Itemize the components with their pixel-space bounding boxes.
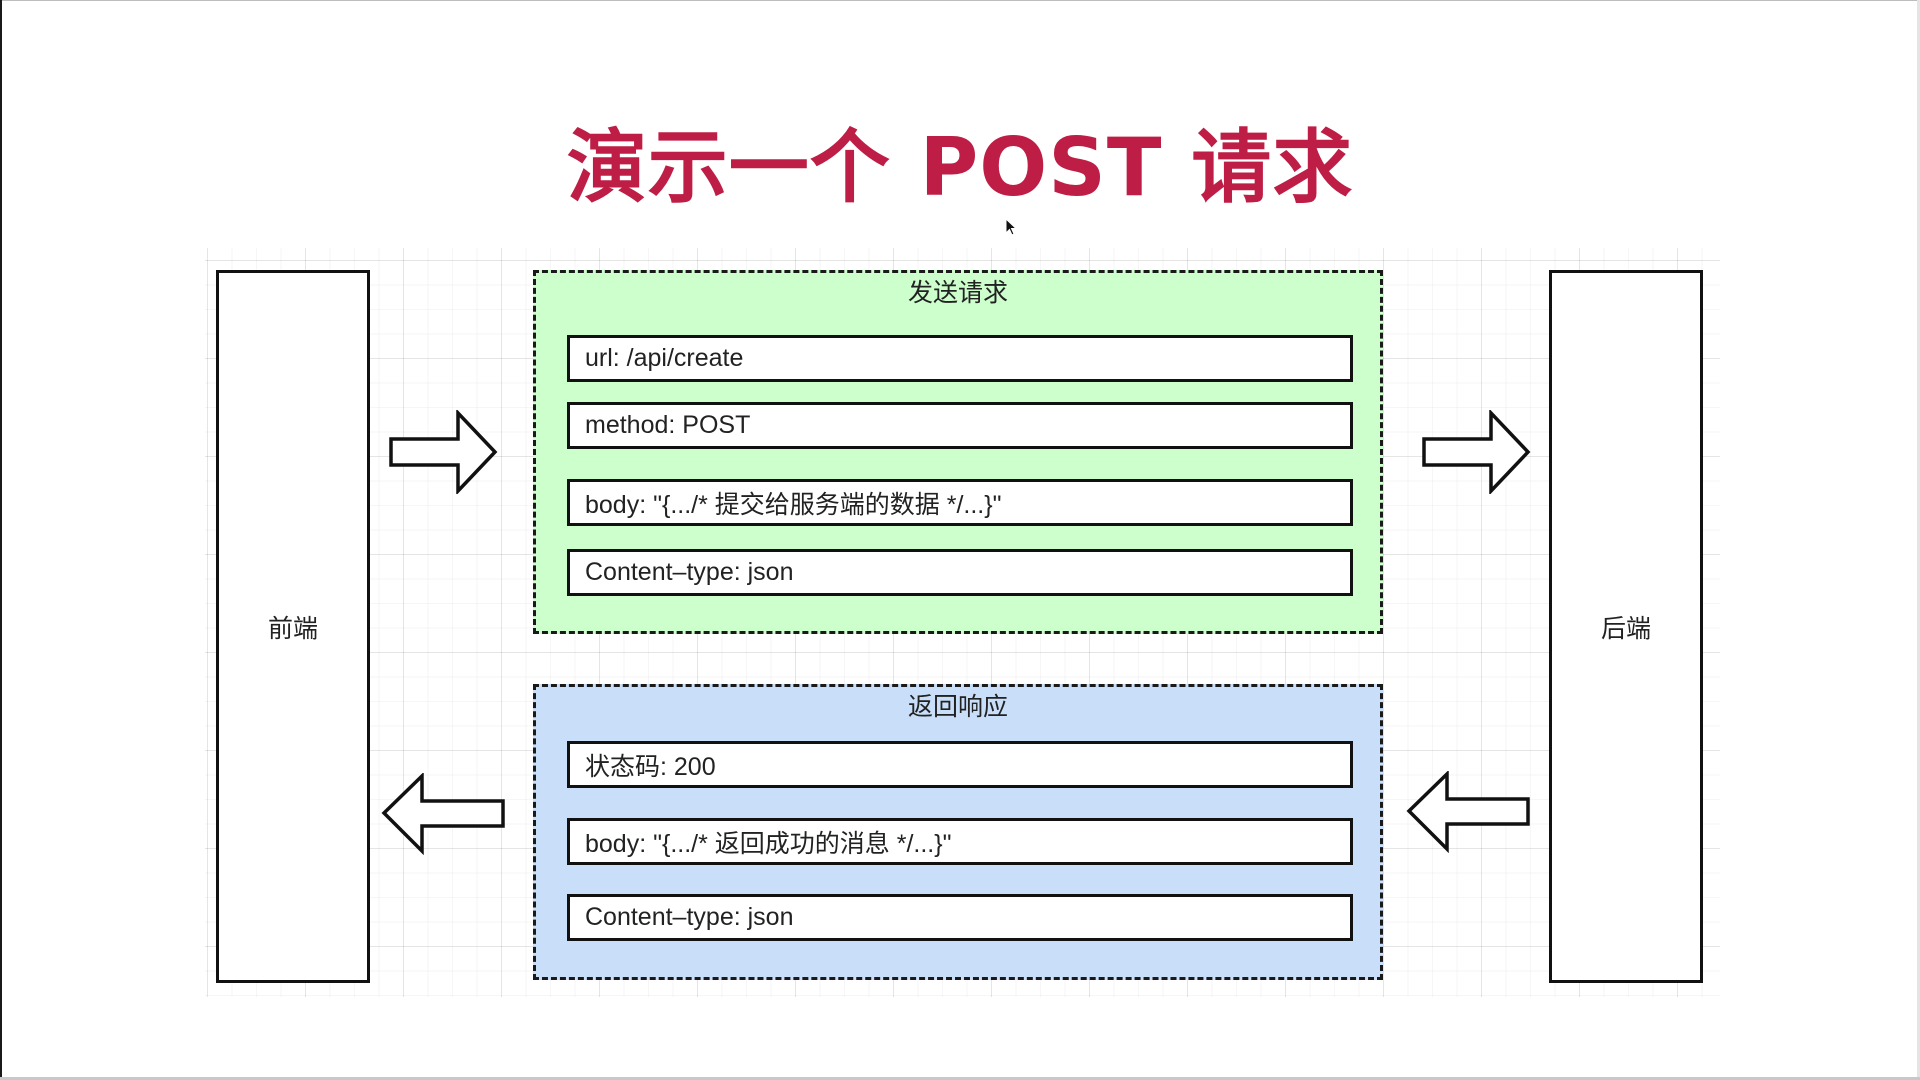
request-row-body: body: "{.../* 提交给服务端的数据 */...}" <box>567 479 1353 526</box>
response-row-status: 状态码: 200 <box>567 741 1353 788</box>
frame-bottom-border <box>0 1077 1920 1080</box>
frontend-label: 前端 <box>267 613 318 643</box>
frame-top-border <box>0 0 1920 1</box>
response-group: 返回响应 状态码: 200 body: "{.../* 返回成功的消息 */..… <box>533 684 1383 980</box>
request-row-url: url: /api/create <box>567 335 1353 382</box>
backend-label: 后端 <box>1600 613 1651 643</box>
arrow-left-icon <box>381 773 505 855</box>
backend-node: 后端 <box>1549 270 1703 983</box>
request-group: 发送请求 url: /api/create method: POST body:… <box>533 270 1383 634</box>
arrow-right-icon <box>389 410 498 494</box>
response-row-content-type: Content–type: json <box>567 894 1353 941</box>
frame-left-border <box>0 0 2 1080</box>
frame-right-border <box>1917 0 1920 1080</box>
response-row-body: body: "{.../* 返回成功的消息 */...}" <box>567 818 1353 865</box>
response-group-title: 返回响应 <box>907 692 1008 721</box>
request-group-title: 发送请求 <box>907 278 1008 307</box>
arrow-right-icon <box>1422 410 1531 494</box>
mouse-cursor-icon <box>1005 218 1018 236</box>
slide-title: 演示一个 POST 请求 <box>566 121 1354 214</box>
request-row-method: method: POST <box>567 402 1353 449</box>
arrow-left-icon <box>1406 771 1530 853</box>
request-row-content-type: Content–type: json <box>567 549 1353 596</box>
frontend-node: 前端 <box>216 270 370 983</box>
